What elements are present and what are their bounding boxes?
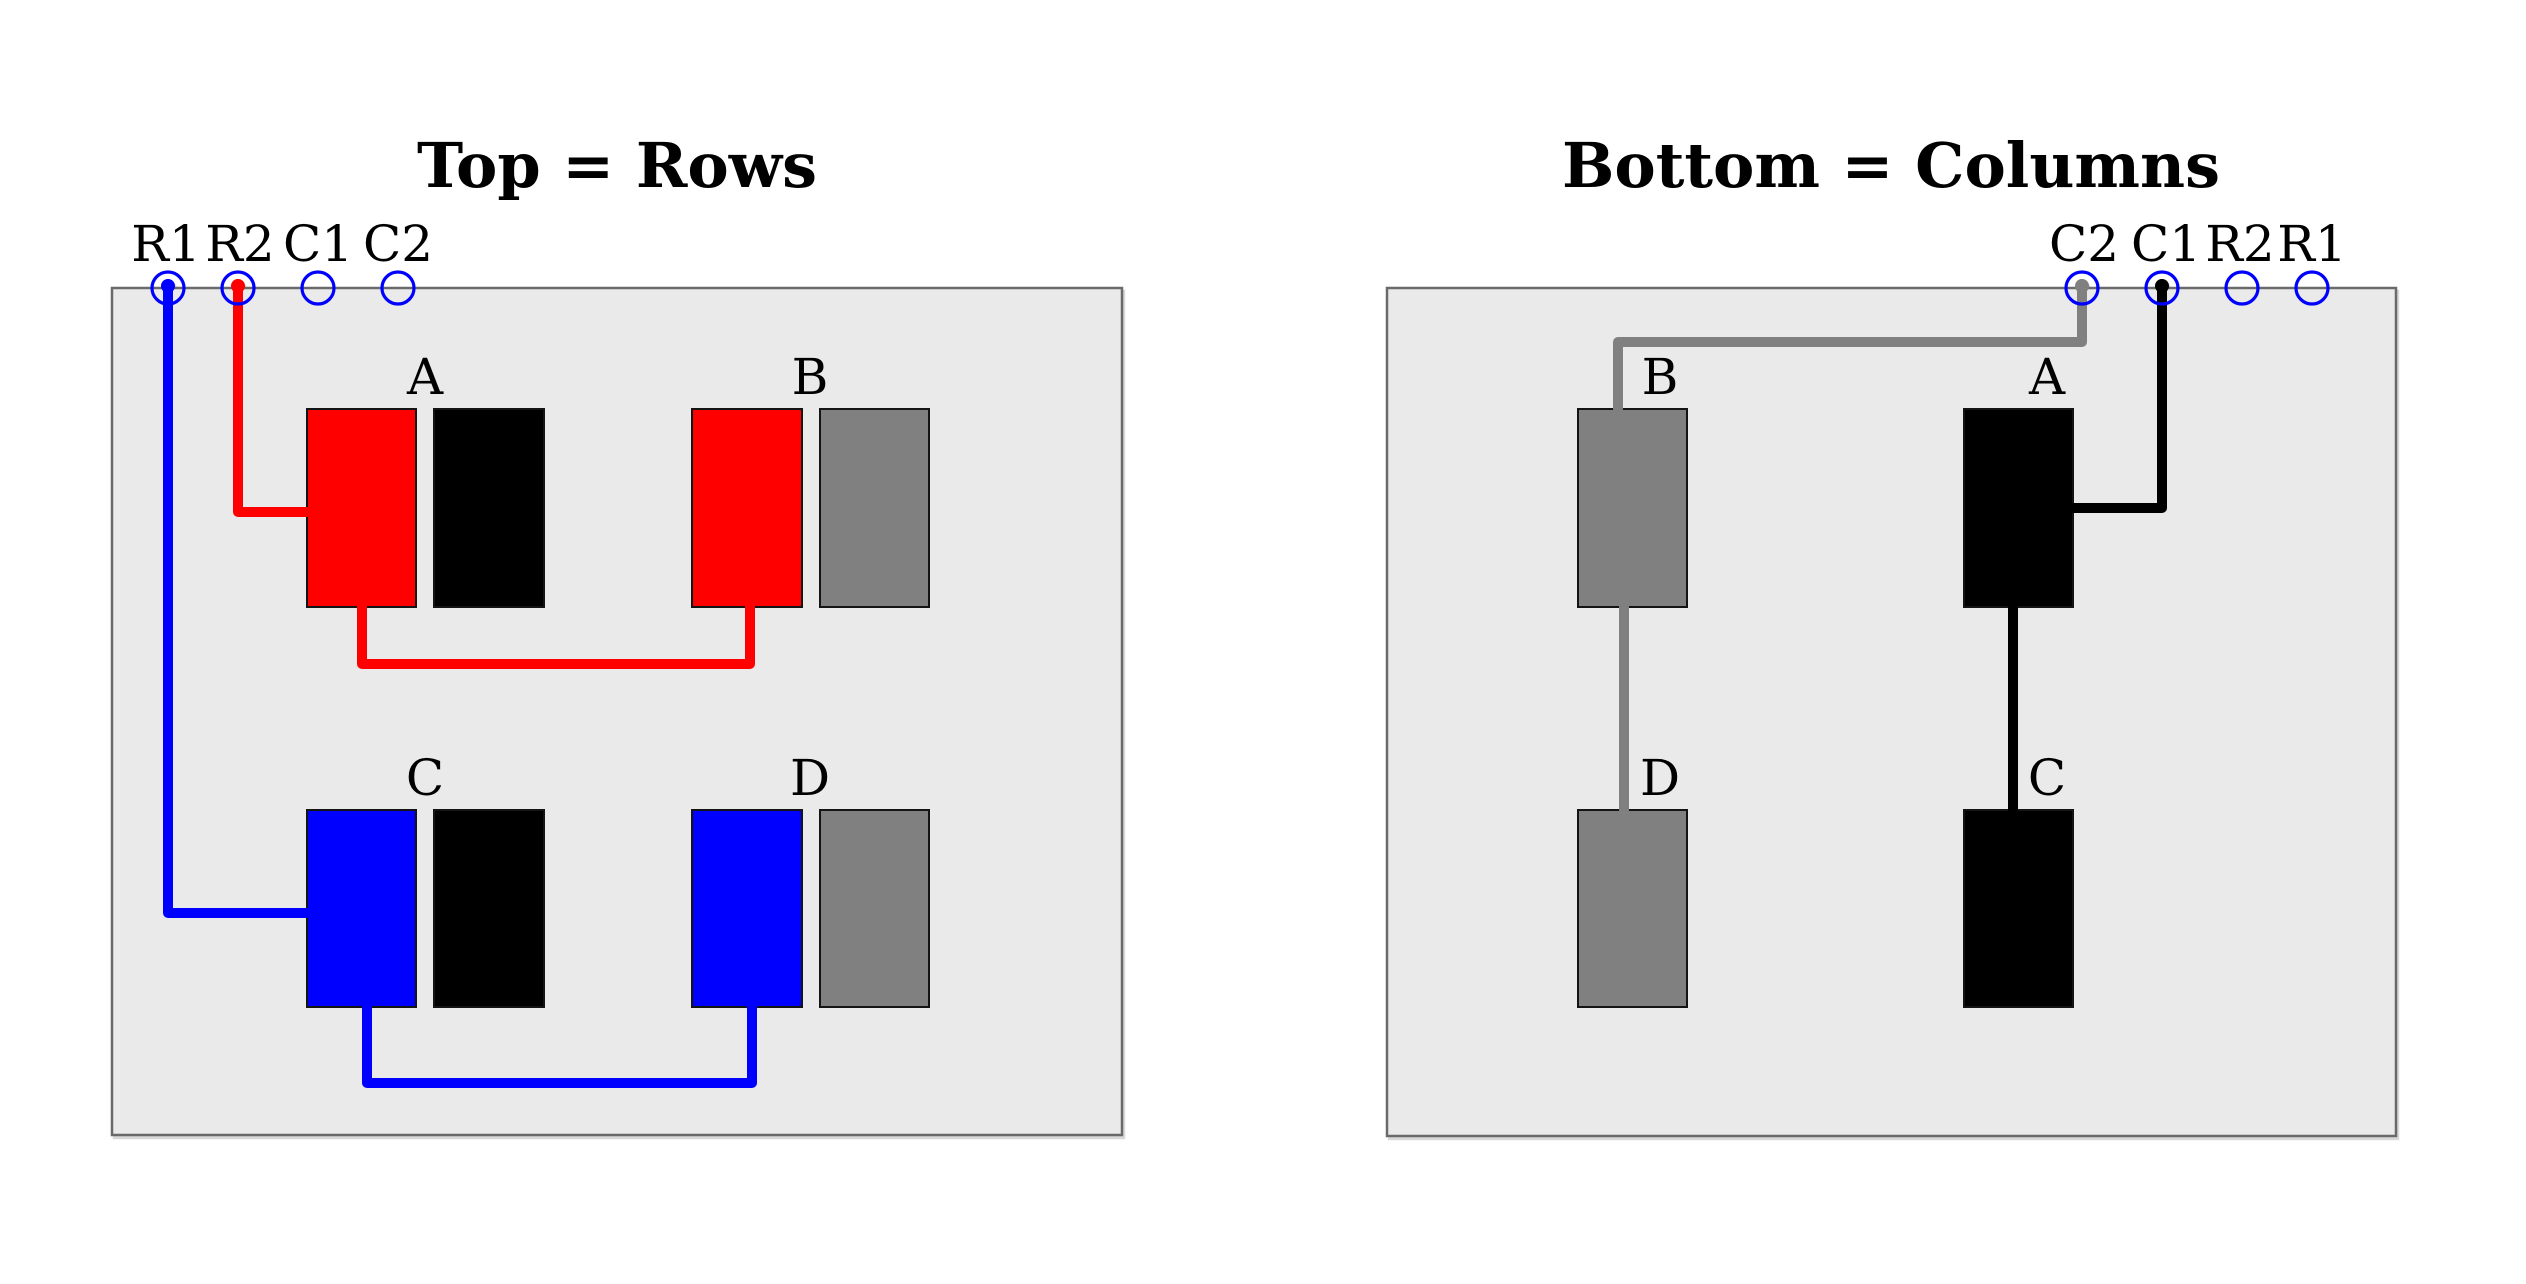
pad-b xyxy=(1577,408,1688,608)
right-connector-label-c2: C2 xyxy=(2049,215,2119,273)
wire-c2-to-pad-b xyxy=(1613,279,2087,419)
switch-a-colored-pad xyxy=(306,408,417,608)
wire-r1-to-switch-c xyxy=(163,279,317,918)
left-panel-title: Top = Rows xyxy=(417,129,817,202)
switch-b-dark-pad xyxy=(819,408,930,608)
right-panel: Bottom = Columns C2 C1 R2 R1 B A D C xyxy=(1385,129,2398,1138)
switch-d-colored-pad xyxy=(691,809,803,1008)
switch-b-colored-pad xyxy=(691,408,803,608)
left-connector-ring-c2 xyxy=(380,270,416,306)
switch-b-label: B xyxy=(792,348,829,406)
switch-a-label: A xyxy=(406,348,444,406)
left-connector-ring-c1 xyxy=(300,270,336,306)
pad-b-label: B xyxy=(1642,348,1679,406)
right-connector-ring-c2 xyxy=(2064,270,2100,306)
c1-wire-terminal-dot xyxy=(2155,279,2169,293)
wire-switch-a-to-switch-b xyxy=(357,595,755,669)
r1-wire-terminal-dot xyxy=(161,279,175,293)
right-connector-label-r2: R2 xyxy=(2205,215,2274,273)
left-board xyxy=(110,286,1124,1137)
left-connector-label-c1: C1 xyxy=(283,215,353,273)
right-board xyxy=(1385,286,2398,1138)
switch-d-label: D xyxy=(790,749,830,807)
pad-a xyxy=(1963,408,2074,608)
right-connector-ring-r2 xyxy=(2224,270,2260,306)
c2-wire-terminal-dot xyxy=(2075,279,2089,293)
right-connector-label-c1: C1 xyxy=(2131,215,2201,273)
left-connector-ring-r1 xyxy=(150,270,186,306)
left-connector-label-r1: R1 xyxy=(131,215,200,273)
switch-c-colored-pad xyxy=(306,809,417,1008)
switch-d-dark-pad xyxy=(819,809,930,1008)
pad-c xyxy=(1963,809,2074,1008)
pad-a-label: A xyxy=(2028,348,2066,406)
switch-a-dark-pad xyxy=(433,408,545,608)
left-panel: Top = Rows R1 R2 C1 C2 A B C D xyxy=(110,129,1124,1137)
right-connector-ring-r1 xyxy=(2294,270,2330,306)
wire-switch-c-to-switch-d xyxy=(362,997,757,1088)
pad-d-label: D xyxy=(1640,749,1680,807)
left-connector-label-c2: C2 xyxy=(363,215,433,273)
left-connector-ring-r2 xyxy=(220,270,256,306)
pad-d xyxy=(1577,809,1688,1008)
right-connector-label-r1: R1 xyxy=(2277,215,2346,273)
switch-c-label: C xyxy=(406,749,444,807)
switch-c-dark-pad xyxy=(433,809,545,1008)
wire-r2-to-switch-a xyxy=(233,279,317,517)
pad-c-label: C xyxy=(2028,749,2066,807)
wire-c1-to-pad-a xyxy=(2063,279,2167,513)
right-connector-ring-c1 xyxy=(2144,270,2180,306)
left-connector-label-r2: R2 xyxy=(205,215,274,273)
right-panel-title: Bottom = Columns xyxy=(1562,129,2220,202)
r2-wire-terminal-dot xyxy=(231,279,245,293)
